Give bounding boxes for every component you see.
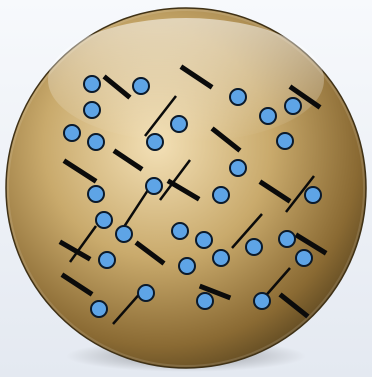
blue-dot (171, 222, 189, 240)
dash-mark (210, 126, 242, 153)
dash-mark (62, 158, 98, 184)
blue-dot (253, 292, 271, 310)
blue-dot (63, 124, 81, 142)
dash-mark (278, 292, 310, 319)
blue-dot (278, 230, 296, 248)
dash-mark (258, 179, 292, 204)
dash-mark (288, 84, 322, 110)
sphere-rim (7, 9, 365, 367)
blue-dot (87, 133, 105, 151)
blue-dot (146, 133, 164, 151)
blue-dot (178, 257, 196, 275)
blue-dot (212, 186, 230, 204)
blue-dot (145, 177, 163, 195)
blue-dot (95, 211, 113, 229)
blue-dot (87, 185, 105, 203)
dash-mark (294, 232, 328, 256)
dash-mark (134, 240, 166, 266)
blue-dot (98, 251, 116, 269)
blue-dot (284, 97, 302, 115)
blue-dot (83, 75, 101, 93)
blue-dot (132, 77, 150, 95)
dash-mark (198, 283, 232, 301)
sphere-highlight (48, 18, 324, 142)
blue-dot (276, 132, 294, 150)
tie-line (285, 175, 315, 213)
blue-dot (245, 238, 263, 256)
blue-dot (295, 249, 313, 267)
blue-dot (259, 107, 277, 125)
blue-dot (229, 159, 247, 177)
blue-dot (229, 88, 247, 106)
tie-line (68, 225, 98, 263)
blue-dot (115, 225, 133, 243)
dash-mark (58, 239, 92, 262)
dash-mark (60, 272, 94, 297)
tie-line (144, 95, 177, 137)
blue-dot (90, 300, 108, 318)
dash-mark (112, 148, 144, 172)
tie-line (159, 159, 191, 201)
blue-dot (83, 101, 101, 119)
dash-marks (58, 64, 328, 319)
blue-dot (304, 186, 322, 204)
tie-line (231, 213, 263, 249)
blue-dot (196, 292, 214, 310)
dots (63, 75, 322, 318)
dash-mark (179, 64, 214, 90)
blue-dot (170, 115, 188, 133)
dash-mark (102, 74, 132, 100)
blue-dot (137, 284, 155, 302)
dash-mark (166, 178, 201, 202)
blue-dot (195, 231, 213, 249)
blue-dot (212, 249, 230, 267)
